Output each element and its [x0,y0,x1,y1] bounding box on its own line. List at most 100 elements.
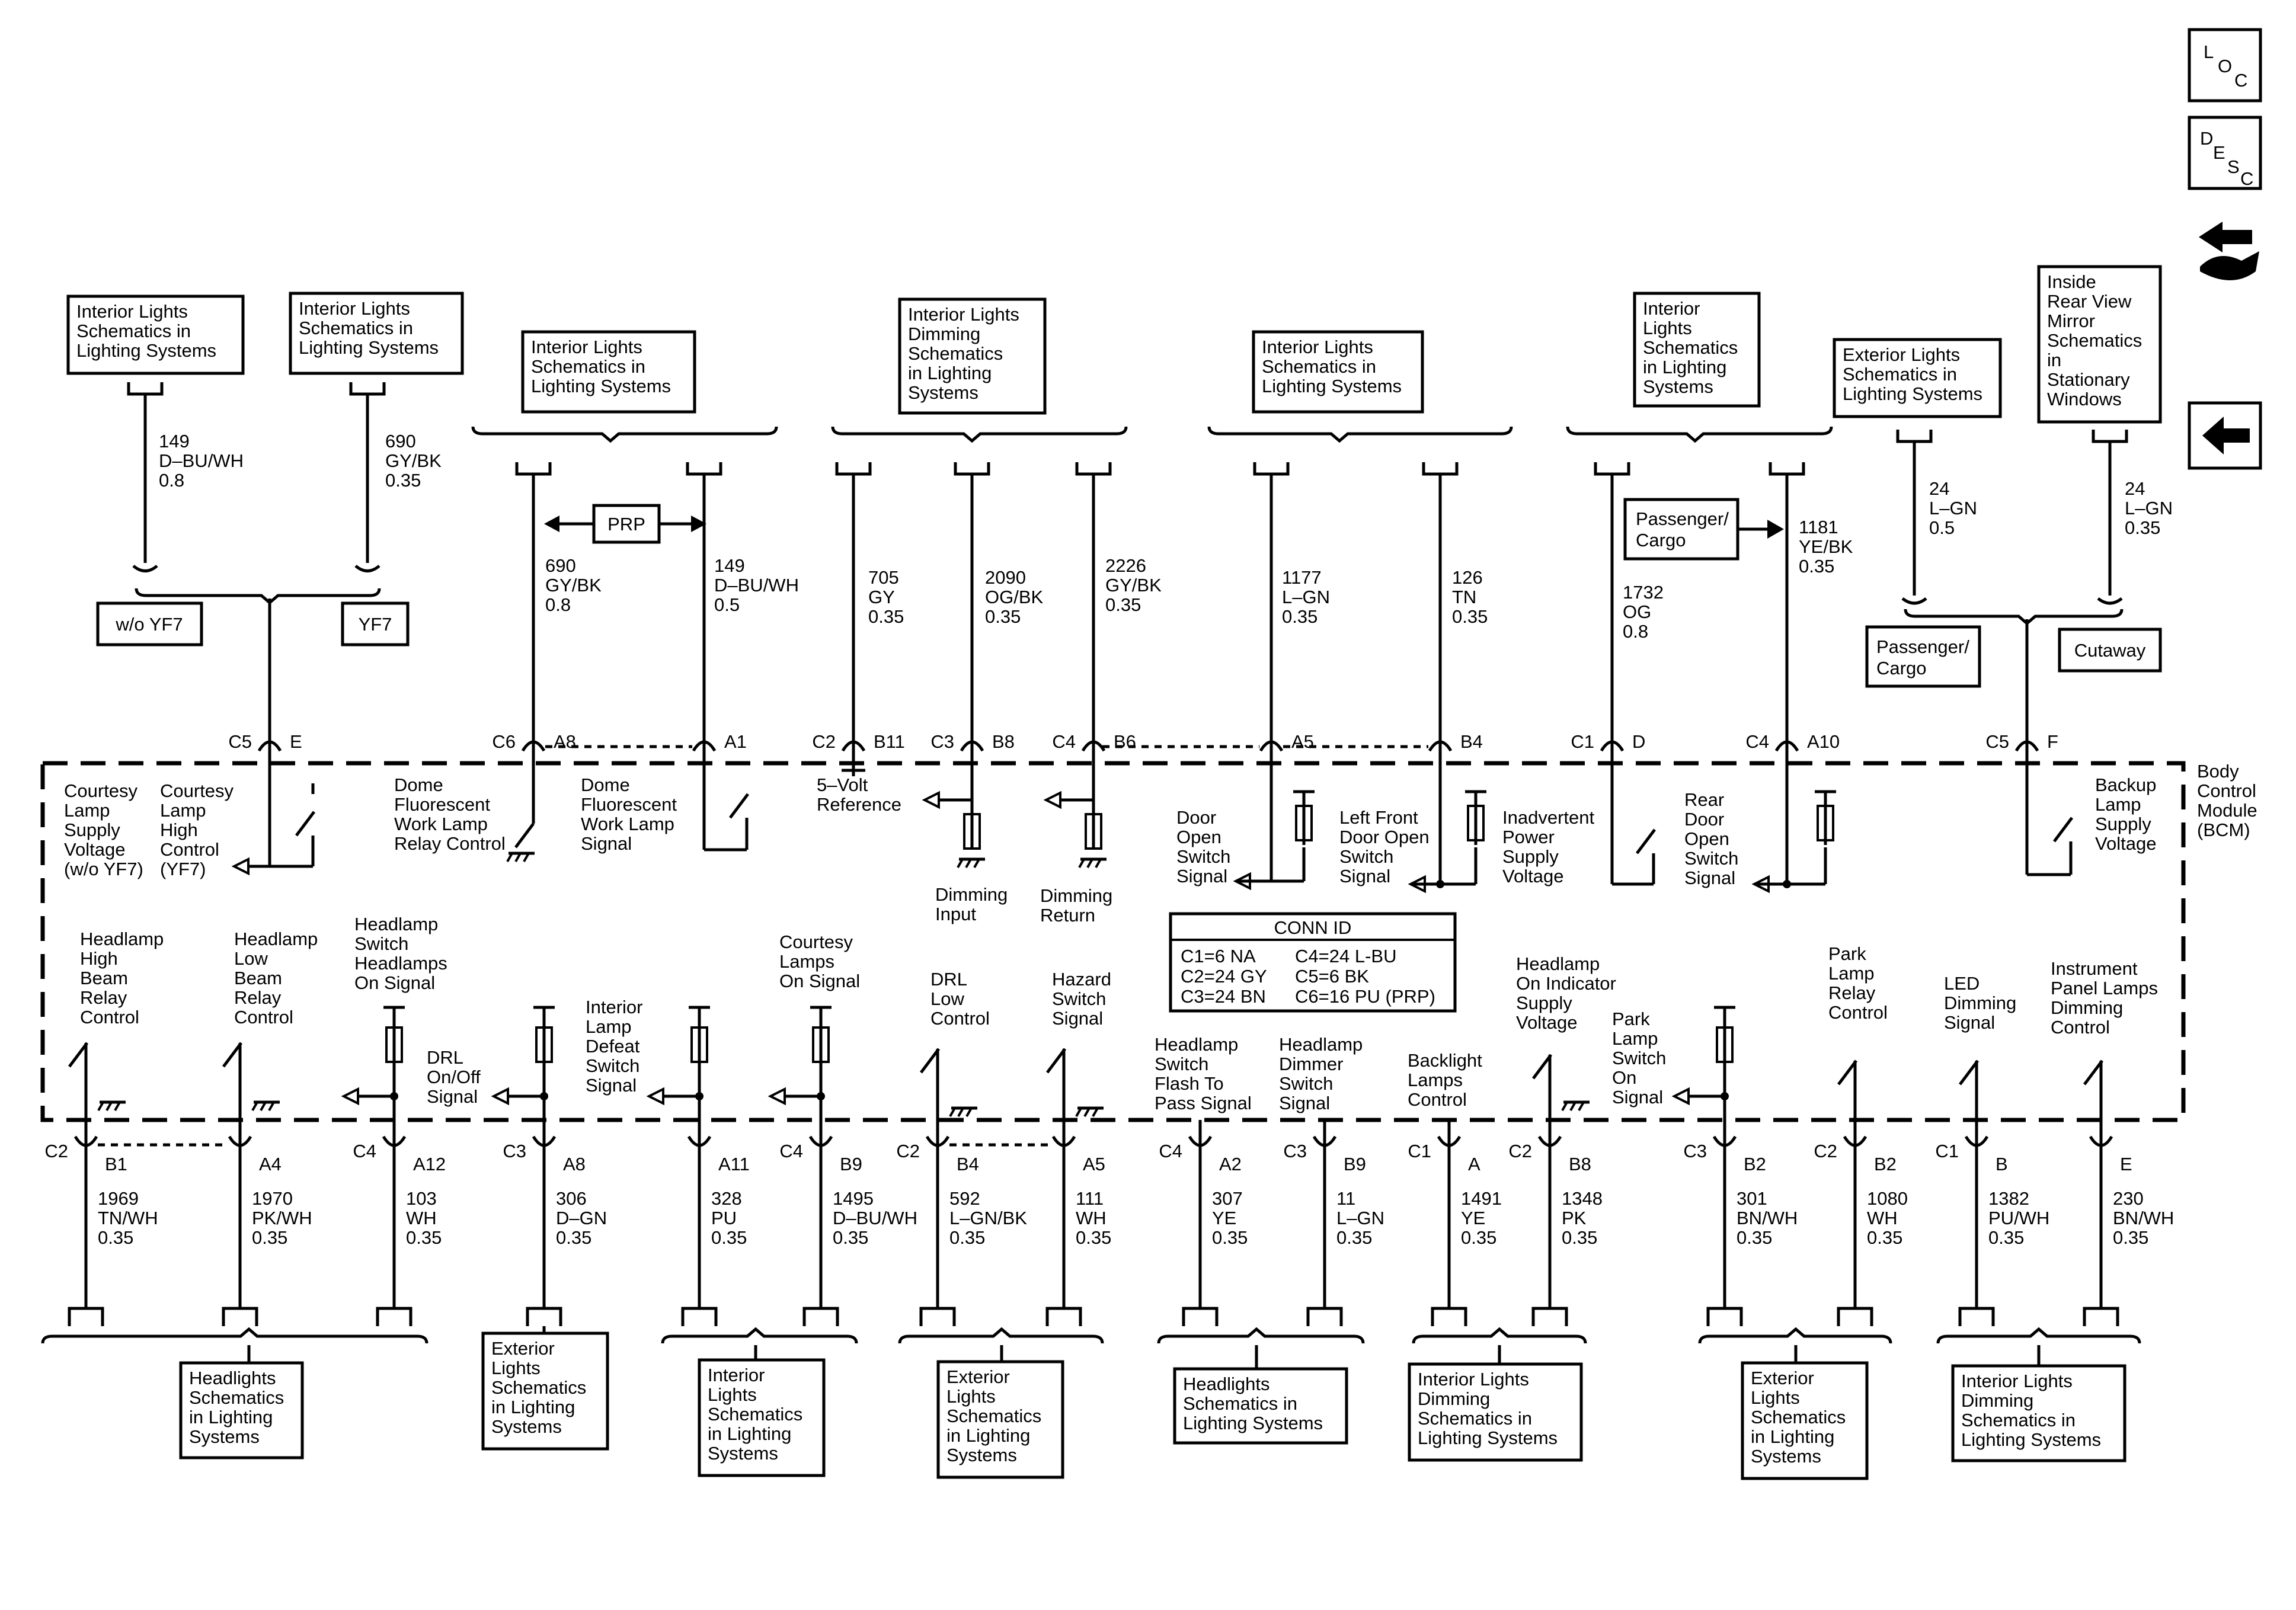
label-line: BN/WH [2113,1208,2174,1228]
label-line: Schematics [908,343,1003,364]
label-line: 0.5 [1929,517,1955,538]
label-line: Schematics [491,1377,586,1398]
label-line: Dimmer [1279,1054,1344,1074]
label-line: Lamps [779,951,834,972]
pin-id: A [1468,1154,1480,1174]
bottom-connector-pin: A11 [681,1120,750,1326]
label-line: 0.35 [1562,1227,1597,1248]
label-line: Module [2197,800,2257,821]
label-line: Open [1684,828,1729,849]
label-line: Dome [581,774,630,795]
connector-id: C4 [779,1141,803,1161]
label-line: Lighting Systems [299,337,439,358]
label-line: Systems [908,382,978,403]
connector-id: C3 [1683,1141,1707,1161]
label-line: Headlamp [1155,1034,1238,1055]
label-line: Dimming [2051,997,2123,1018]
bottom-wire-label: 11L–GN0.35 [1336,1188,1384,1248]
label-line: 705 [868,567,899,588]
label-line: Schematics in [1961,1410,2076,1430]
connector-info-icon[interactable] [2199,222,2259,280]
label-line: Systems [708,1443,778,1464]
connector-id: C4 [1052,731,1076,752]
pin-id: B2 [1744,1154,1766,1174]
label-line: 0.35 [1105,594,1141,615]
label-line: Door Open [1339,827,1430,847]
label-line: Schematics in [1418,1408,1532,1429]
label-line: 328 [711,1188,742,1209]
label-line: Control [1408,1089,1467,1110]
label-line: 301 [1737,1188,1767,1209]
label-line: Interior [1643,298,1700,319]
label-line: Systems [1643,376,1713,397]
connector-id: C3 [1283,1141,1307,1161]
conn-id-row: C2=24 GY [1181,966,1267,987]
label-line: Door [1684,809,1724,830]
label-line: Lamps [1408,1070,1463,1090]
label-line: Voltage [1502,866,1563,886]
label-line: Lighting Systems [76,340,216,361]
top-wiring [127,382,2128,748]
label-line: Lamp [586,1016,632,1037]
label-line: PK [1562,1208,1587,1228]
label-line: L–GN [1336,1208,1384,1228]
label-line: Schematics [946,1406,1041,1426]
label-line: 1969 [98,1188,139,1209]
svg-text:YF7: YF7 [359,614,392,635]
conn-id-row: C1=6 NA [1181,946,1256,966]
label-line: 690 [385,431,416,452]
label-line: Defeat [586,1036,640,1057]
bottom-wiring [41,1143,2141,1369]
back-arrow-button[interactable] [2188,401,2262,470]
pin-id: B11 [874,731,905,752]
desc-button[interactable]: D E S C [2188,116,2262,190]
label-line: Signal [581,833,632,854]
label-line: Switch [1052,988,1106,1009]
loc-letter-l: L [2204,41,2214,62]
connector-id: C4 [1745,731,1769,752]
connector-id: C3 [503,1141,526,1161]
label-line: 0.35 [556,1227,591,1248]
label-line: Voltage [64,839,125,860]
desc-letter-d: D [2200,128,2213,149]
label-line: Interior Lights [76,301,188,322]
label-line: Control [234,1007,293,1028]
label-line: in Lighting [1751,1426,1834,1447]
pin-id: E [2120,1154,2132,1174]
label-line: Dimming [1418,1388,1490,1409]
label-line: 1348 [1562,1188,1603,1209]
option-prp: PRP [592,504,661,544]
pin-id: B9 [1344,1154,1366,1174]
label-line: D–BU/WH [714,575,799,596]
connector-id: C1 [1571,731,1594,752]
label-line: Instrument [2051,958,2138,979]
label-line: GY/BK [385,450,442,471]
bcm-internal-top [231,769,2073,894]
loc-button[interactable]: L O C [2188,28,2262,103]
label-line: OG [1623,601,1651,622]
